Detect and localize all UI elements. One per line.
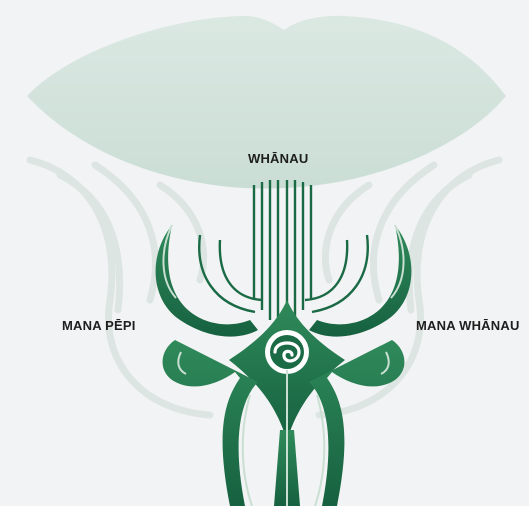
label-mana-whanau: MANA WHĀNAU xyxy=(416,319,520,332)
label-mana-pepi: MANA PĒPI xyxy=(62,319,136,332)
label-whanau: WHĀNAU xyxy=(248,152,308,165)
koru-spiral xyxy=(156,180,412,506)
